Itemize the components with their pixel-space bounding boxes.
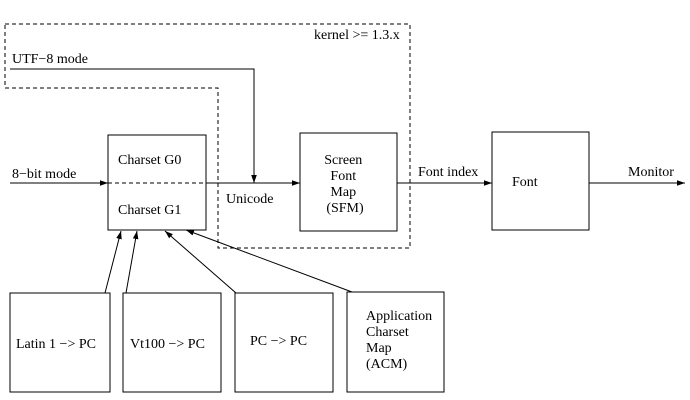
latin1-box <box>9 292 111 393</box>
charset-g1-label: Charset G1 <box>118 203 181 218</box>
utf8-mode-label: UTF−8 mode <box>12 52 88 67</box>
kernel-region-outline <box>4 23 411 249</box>
pc-pc-to-charset-arrow <box>164 230 237 294</box>
vt100-label: Vt100 −> PC <box>130 337 205 352</box>
utf8-mode-line <box>10 68 257 183</box>
font-index-label: Font index <box>418 165 478 180</box>
vt100-box <box>122 292 222 393</box>
acm-to-charset-arrow <box>185 229 353 293</box>
font-label: Font <box>512 175 538 190</box>
latin1-label: Latin 1 −> PC <box>16 337 96 352</box>
vt100-to-charset-arrow <box>125 230 139 294</box>
pc-pc-box <box>234 292 334 393</box>
acm-box <box>346 291 445 393</box>
kernel-label: kernel >= 1.3.x <box>314 28 400 43</box>
monitor-label: Monitor <box>628 165 674 180</box>
pc-pc-label: PC −> PC <box>250 334 307 349</box>
sfm-label: Screen Font Map (SFM) <box>324 153 366 216</box>
acm-label: Application Charset Map (ACM) <box>366 309 436 372</box>
eight-bit-mode-label: 8−bit mode <box>12 167 76 182</box>
charset-g0-label: Charset G0 <box>118 153 181 168</box>
unicode-label: Unicode <box>226 192 273 207</box>
latin1-to-charset-arrow <box>104 230 122 294</box>
sfm-box <box>299 132 398 232</box>
font-box <box>491 131 590 231</box>
